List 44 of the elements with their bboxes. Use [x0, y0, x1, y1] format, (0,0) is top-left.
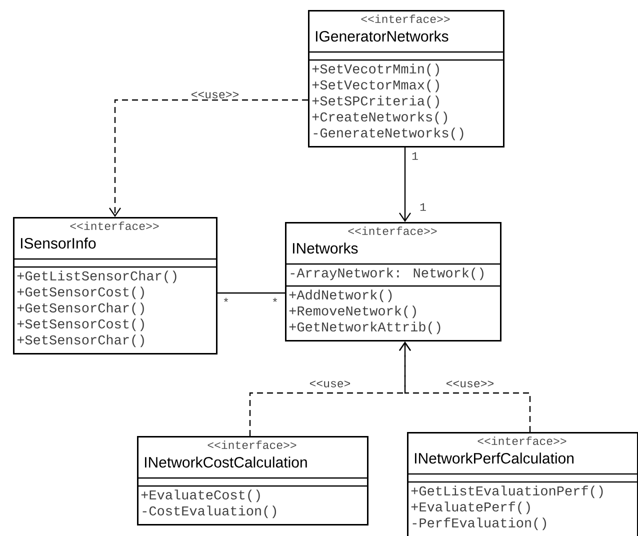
multiplicity-label: * — [224, 298, 228, 302]
method-text: +GetListEvaluationPerf() — [411, 486, 603, 498]
class-name: INetworks — [292, 242, 358, 254]
method-text: +GetListSensorChar() — [17, 270, 176, 284]
method-text: -PerfEvaluation() — [412, 518, 546, 530]
method-text: +GetNetworkAttrib() — [289, 322, 440, 334]
multiplicity-label: * — [272, 298, 278, 302]
edge-label: <<use> — [308, 380, 352, 388]
method-text: -CostEvaluation() — [142, 506, 276, 518]
multiplicity-label: 1 — [420, 203, 426, 211]
class-box — [407, 432, 638, 536]
connector-arrow — [399, 342, 531, 432]
edge-label: <<use>> — [190, 90, 240, 100]
method-text: +SetSPCriteria() — [312, 96, 439, 108]
method-text: +EvaluatePerf() — [411, 502, 530, 514]
method-text: -GenerateNetworks() — [314, 128, 464, 140]
method-text: +EvaluateCost() — [141, 490, 260, 502]
method-text: +GetSensorCost() — [17, 286, 144, 300]
method-text: +RemoveNetwork() — [289, 306, 416, 318]
class-name: INetworkPerfCalculation — [414, 452, 574, 464]
connector-arrow — [399, 148, 411, 222]
method-text: +SetSensorCost() — [17, 318, 144, 332]
edge-label: <<use>> — [444, 380, 496, 388]
stereotype-label: <<interface>> — [478, 436, 566, 446]
class-name: INetworkCostCalculation — [144, 456, 307, 468]
method-text: +CreateNetworks() — [312, 112, 448, 124]
method-text: +SetSensorChar() — [17, 334, 144, 348]
method-text: +SetVectorMmax() — [312, 80, 439, 92]
method-text: +SetVecotrMmin() — [312, 64, 439, 76]
connector-arrow — [109, 99, 308, 217]
class-box — [308, 10, 504, 148]
class-box — [13, 217, 218, 354]
method-text: +AddNetwork() — [289, 290, 392, 302]
class-box — [285, 222, 502, 342]
method-text: +GetSensorChar() — [17, 302, 144, 316]
stereotype-label: <<interface>> — [361, 14, 450, 24]
class-name: IGeneratorNetworks — [316, 30, 448, 42]
stereotype-label: <<interface>> — [70, 222, 159, 230]
stereotype-label: <<interface>> — [208, 440, 296, 450]
class-name: ISensorInfo — [21, 238, 96, 249]
attribute-text: -ArrayNetwork: Network() — [290, 268, 484, 280]
class-box — [137, 436, 368, 526]
stereotype-label: <<interface>> — [348, 226, 437, 236]
multiplicity-label: 1 — [412, 152, 418, 160]
